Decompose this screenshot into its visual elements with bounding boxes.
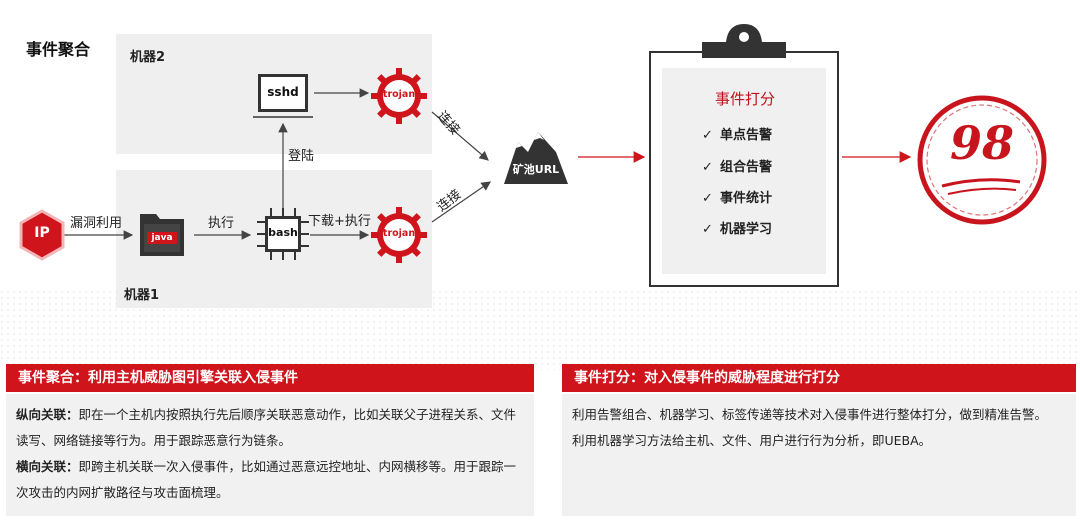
sshd-label: sshd <box>267 85 299 99</box>
vertical-correlation-text: 即在一个主机内按照执行先后顺序关联恶意动作，比如关联父子进程关系、文件读写、网络… <box>16 407 517 448</box>
gear-icon <box>371 207 427 263</box>
scoring-item: ✓机器学习 <box>702 222 773 237</box>
trojan-bottom-label: trojan <box>382 228 416 239</box>
mining-url-node: 矿池URL <box>498 128 574 186</box>
scoring-item: ✓事件统计 <box>702 191 773 206</box>
ip-label: IP <box>34 225 50 241</box>
right-panel-para-1: 利用告警组合、机器学习、标签传递等技术对入侵事件进行整体打分，做到精准告警。 <box>572 407 1048 422</box>
trojan-bottom-node: trojan <box>370 206 428 264</box>
edge-label-exec: 执行 <box>208 216 235 231</box>
check-icon: ✓ <box>702 191 713 206</box>
ip-node: IP <box>18 209 66 261</box>
check-icon: ✓ <box>702 160 713 175</box>
terminal-icon <box>253 74 313 118</box>
check-icon: ✓ <box>702 128 713 143</box>
mining-url-label: 矿池URL <box>512 163 560 176</box>
clipboard-icon <box>649 24 839 287</box>
edge-label-vuln: 漏洞利用 <box>70 216 123 231</box>
chip-icon <box>257 208 309 260</box>
hexagon-icon <box>19 209 65 261</box>
trojan-top-node: trojan <box>370 67 428 125</box>
section-title: 事件聚合 <box>26 40 91 59</box>
score-value: 98 <box>949 116 1014 170</box>
check-icon: ✓ <box>702 222 713 237</box>
mountain-icon <box>504 132 568 184</box>
sshd-node: sshd <box>253 72 313 122</box>
right-panel-body: 利用告警组合、机器学习、标签传递等技术对入侵事件进行整体打分，做到精准告警。 利… <box>562 394 1076 516</box>
machine2-label: 机器2 <box>130 50 166 65</box>
left-panel-header: 事件聚合：利用主机威胁图引擎关联入侵事件 <box>6 364 534 392</box>
gear-icon <box>371 68 427 124</box>
vertical-correlation-term: 纵向关联： <box>16 407 79 422</box>
arrow-connect-bottom <box>431 181 491 223</box>
horizontal-correlation-text: 即跨主机关联一次入侵事件，比如通过恶意远控地址、内网横移等。用于跟踪一次攻击的内… <box>16 459 517 500</box>
arrows-layer <box>64 88 912 240</box>
bash-node: bash <box>255 206 311 262</box>
arrow-connect-top <box>431 111 489 161</box>
machine1-label: 机器1 <box>124 288 160 303</box>
scoring-item: ✓单点告警 <box>702 128 773 143</box>
left-panel-body: 纵向关联：即在一个主机内按照执行先后顺序关联恶意动作，比如关联父子进程关系、文件… <box>6 394 534 516</box>
bash-label: bash <box>268 226 298 239</box>
scoring-item: ✓组合告警 <box>702 160 773 175</box>
score-stamp-icon <box>917 95 1047 225</box>
trojan-top-label: trojan <box>382 89 416 100</box>
right-panel-para-2: 利用机器学习方法给主机、文件、用户进行行为分析，即UEBA。 <box>572 433 932 448</box>
java-label: java <box>151 233 173 243</box>
edge-label-download-exec: 下载+执行 <box>308 214 371 229</box>
java-node: java <box>138 210 188 260</box>
right-panel-header: 事件打分：对入侵事件的威胁程度进行打分 <box>562 364 1076 392</box>
java-file-icon <box>140 214 184 256</box>
scoring-title: 事件打分 <box>714 90 775 108</box>
horizontal-correlation-term: 横向关联： <box>16 459 79 474</box>
edge-label-login: 登陆 <box>288 149 315 164</box>
